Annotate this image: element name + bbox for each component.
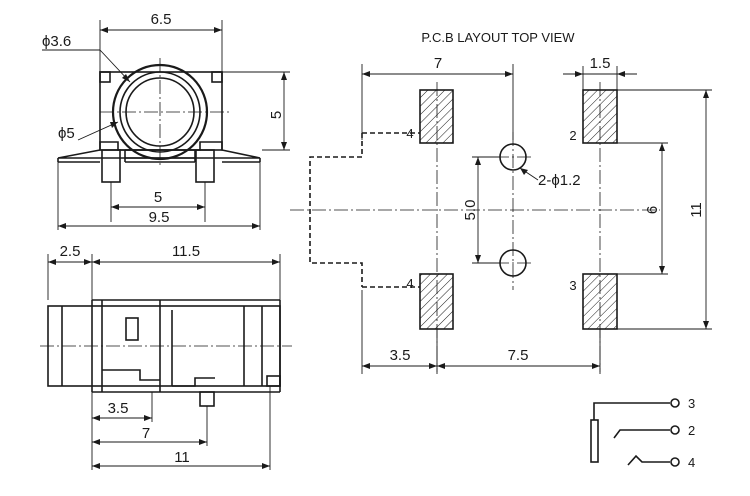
dim-height-11: 11 xyxy=(688,202,705,218)
dim-pin-11: 11 xyxy=(174,449,190,466)
dim-height-5: 5 xyxy=(268,111,285,119)
pcb-layout: P.C.B LAYOUT TOP VIEW 7 1.5 4 2 4 3 xyxy=(290,30,712,374)
schematic-pin-3: 3 xyxy=(688,396,695,411)
pad-4-bottom xyxy=(419,273,454,330)
dim-pin-3-5: 3.5 xyxy=(108,400,129,417)
dim-hole-3-6: ϕ3.6 xyxy=(42,33,71,50)
schematic: 3 2 4 xyxy=(590,396,695,470)
dim-pad-width-1-5: 1.5 xyxy=(590,55,611,72)
dim-hole-spacing-5-0: 5.0 xyxy=(462,200,479,221)
dim-width-6-5: 6.5 xyxy=(151,11,172,28)
side-view: 2.5 11.5 3.5 7 11 xyxy=(40,243,292,470)
pad-label-4-bottom: 4 xyxy=(406,276,413,291)
dim-overall-9-5: 9.5 xyxy=(149,209,170,226)
pad-4-top xyxy=(419,89,454,144)
dim-left-3-5: 3.5 xyxy=(390,347,411,364)
pad-label-2: 2 xyxy=(569,128,576,143)
dim-hole-5: ϕ5 xyxy=(58,125,75,142)
dim-span-7-5: 7.5 xyxy=(508,347,529,364)
dim-width-7: 7 xyxy=(434,55,442,72)
dim-front-2-5: 2.5 xyxy=(60,243,81,260)
schematic-pin-2: 2 xyxy=(688,423,695,438)
dim-pin-span-5: 5 xyxy=(154,189,162,206)
dim-pin-7: 7 xyxy=(142,425,150,442)
front-view: 6.5 ϕ3.6 ϕ5 xyxy=(42,11,290,230)
dim-length-11-5: 11.5 xyxy=(172,243,200,260)
dim-hole-dia: 2-ϕ1.2 xyxy=(538,172,581,189)
layout-title: P.C.B LAYOUT TOP VIEW xyxy=(421,30,575,45)
dim-pad-pitch-6: 6 xyxy=(644,206,661,214)
schematic-pin-4: 4 xyxy=(688,455,695,470)
pad-label-3: 3 xyxy=(569,278,576,293)
